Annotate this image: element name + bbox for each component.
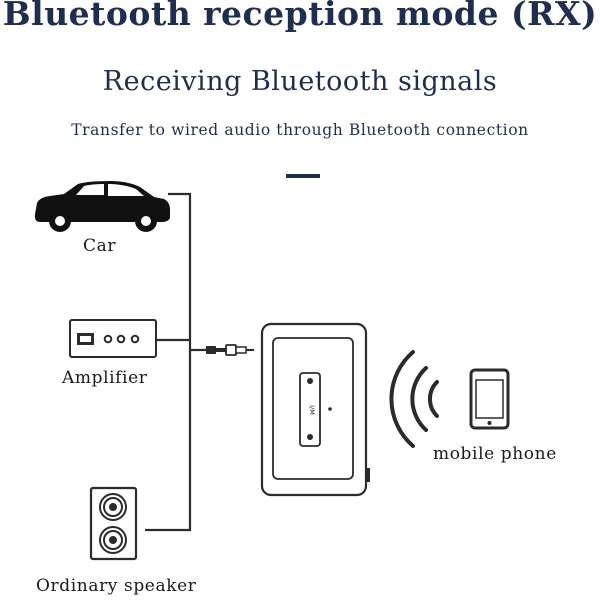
receiver-device: I/M (260, 322, 370, 497)
wireless-signal-icon (389, 350, 439, 448)
title-divider (286, 174, 320, 178)
mobile-phone-icon (469, 368, 510, 430)
mobile-phone-label: mobile phone (433, 444, 557, 464)
amplifier-label: Amplifier (62, 368, 148, 388)
main-wire (145, 192, 192, 532)
diagram-subtitle: Receiving Bluetooth signals (102, 66, 498, 97)
connection-wires (145, 192, 206, 532)
diagram-title: Bluetooth reception mode (RX) (2, 0, 598, 33)
receiver-button-label: I/M (308, 405, 316, 415)
car-label: Car (83, 236, 117, 256)
amplifier-icon (69, 319, 157, 358)
speaker-label: Ordinary speaker (36, 576, 197, 596)
diagram-description: Transfer to wired audio through Bluetoot… (71, 121, 529, 139)
speaker-icon (89, 486, 138, 561)
car-icon (34, 181, 170, 232)
audio-jack-icon (206, 344, 254, 356)
